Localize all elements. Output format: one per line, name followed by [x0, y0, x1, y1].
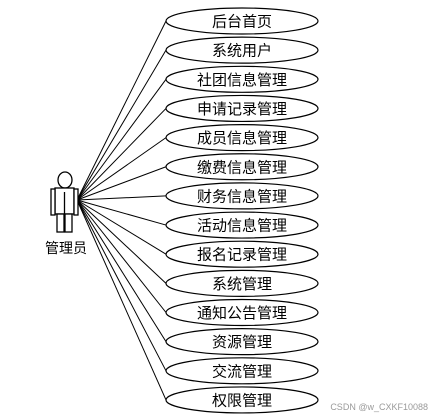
use-case-label: 交流管理: [212, 362, 272, 380]
use-case-ellipse: [165, 94, 319, 123]
use-case-ellipse: [165, 65, 319, 93]
use-case-ellipse: [165, 7, 319, 35]
actor-left-leg: [56, 213, 65, 233]
actor-label: 管理员: [45, 241, 87, 257]
actor-right-leg: [64, 213, 73, 233]
use-case-label: 权限管理: [212, 391, 272, 409]
use-case-label: 系统管理: [212, 275, 272, 293]
use-case-ellipse: [165, 298, 319, 327]
association-line: [76, 137, 167, 201]
use-case-label: 申请记录管理: [197, 100, 287, 118]
use-case: 申请记录管理: [165, 94, 319, 123]
use-case: 活动信息管理: [165, 211, 319, 239]
use-case-ellipse: [165, 269, 319, 297]
association-line: [76, 199, 167, 255]
association-line: [76, 199, 167, 313]
use-case: 财务信息管理: [165, 182, 319, 210]
use-case-ellipse: [165, 328, 319, 356]
use-case-label: 通知公告管理: [197, 304, 287, 322]
use-case: 资源管理: [165, 328, 319, 356]
use-case-ellipse: [165, 124, 319, 152]
association-line: [76, 166, 167, 201]
association-line: [76, 199, 167, 226]
use-case: 社团信息管理: [165, 65, 319, 93]
use-case: 后台首页: [165, 7, 319, 35]
use-case-list: 后台首页系统用户社团信息管理申请记录管理成员信息管理缴费信息管理财务信息管理活动…: [165, 7, 319, 414]
use-case: 成员信息管理: [165, 124, 319, 152]
association-line: [76, 49, 167, 201]
use-case-label: 缴费信息管理: [197, 158, 287, 176]
use-case: 缴费信息管理: [165, 153, 319, 181]
use-case-label: 资源管理: [212, 333, 272, 351]
use-case-ellipse: [165, 211, 319, 239]
use-case-ellipse: [165, 386, 319, 414]
actor-right-arm: [73, 188, 79, 216]
use-case-ellipse: [165, 153, 319, 181]
association-line: [76, 108, 167, 201]
association-line: [76, 199, 167, 401]
association-line: [76, 199, 167, 342]
use-case: 系统管理: [165, 269, 319, 297]
use-case-label: 社团信息管理: [197, 71, 287, 89]
use-case-label: 财务信息管理: [197, 187, 287, 205]
association-line: [76, 199, 167, 284]
watermark: CSDN @w_CXKF10088: [330, 402, 428, 412]
use-case-ellipse: [165, 182, 319, 210]
actor-left-arm: [50, 188, 56, 216]
use-case: 报名记录管理: [165, 240, 319, 268]
use-case-ellipse: [165, 36, 319, 64]
association-line: [76, 20, 167, 201]
use-case-ellipse: [165, 240, 319, 268]
use-case-label: 活动信息管理: [197, 217, 287, 235]
use-case: 通知公告管理: [165, 298, 319, 327]
use-case-label: 系统用户: [212, 42, 272, 60]
use-case: 系统用户: [165, 36, 319, 64]
use-case-label: 报名记录管理: [197, 246, 287, 264]
association-line: [76, 199, 167, 372]
use-case-label: 后台首页: [212, 13, 272, 31]
use-case-label: 成员信息管理: [197, 129, 287, 147]
actor-figure: [50, 171, 79, 233]
use-case-ellipse: [165, 357, 319, 385]
association-line: [76, 79, 167, 201]
use-case: 权限管理: [165, 386, 319, 414]
association-lines: [76, 20, 167, 401]
use-case: 交流管理: [165, 357, 319, 385]
association-line: [76, 195, 167, 201]
actor-head: [57, 171, 73, 189]
